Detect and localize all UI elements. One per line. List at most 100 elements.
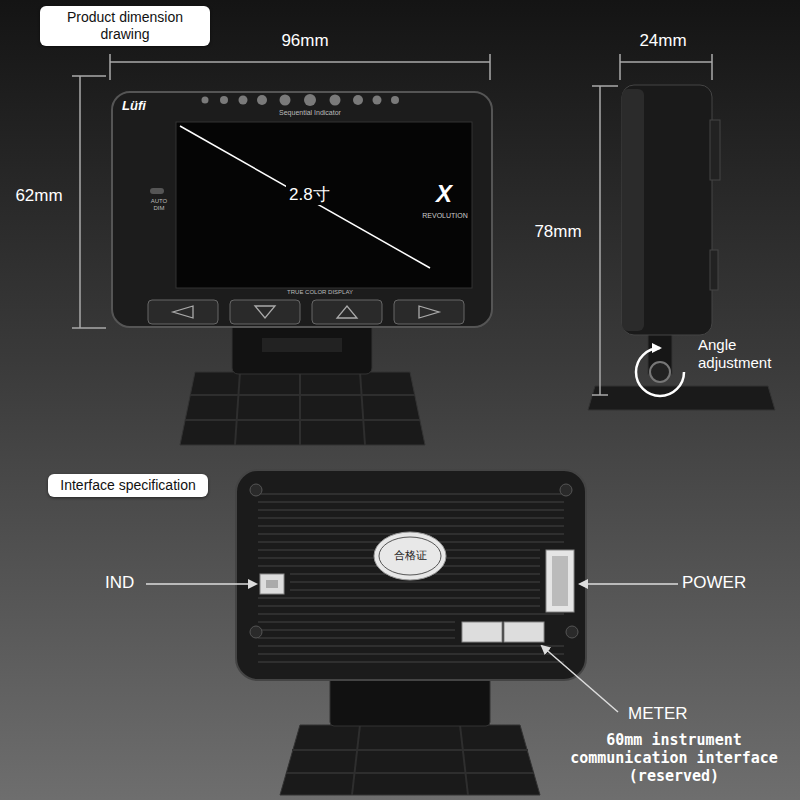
- screen-size-label: 2.8寸: [286, 185, 333, 205]
- back-view-part-part: [292, 749, 528, 751]
- back-view-part-part: [286, 772, 534, 774]
- side-view-part: [710, 250, 718, 290]
- callout-label: Angle adjustment: [698, 336, 796, 372]
- device-print: AUTO DIM: [146, 198, 172, 212]
- back-view-part-part: [352, 725, 360, 795]
- back-view-part: [462, 622, 502, 642]
- device-print: TRUE COLOR DISPLAY: [250, 289, 390, 296]
- side-view-part-part: [599, 86, 601, 395]
- back-view-part-part: [258, 653, 564, 655]
- front-view-part-part: [173, 306, 193, 318]
- back-view-part-part: [258, 501, 564, 503]
- front-view-part: [202, 94, 400, 106]
- front-view-part-part: [373, 96, 382, 105]
- back-view-part-part: [566, 626, 578, 638]
- front-view-part-part: [489, 54, 491, 80]
- dimension-label: 24mm: [628, 31, 698, 51]
- back-view-part: [379, 537, 441, 575]
- front-view-part-part: [257, 95, 267, 105]
- port-name: IND: [105, 573, 145, 593]
- front-view-part: [232, 322, 372, 374]
- back-view-part-part: [258, 509, 564, 511]
- back-view: [146, 470, 678, 795]
- back-view-part: [260, 574, 284, 594]
- side-view-part: [710, 120, 720, 180]
- sticker-text: 合格证: [385, 549, 435, 562]
- back-view-part-part: [290, 581, 540, 583]
- back-view-part-part: [258, 661, 564, 663]
- front-view-part-part: [72, 75, 106, 77]
- front-view-part-part: [185, 419, 420, 421]
- side-view-part: [650, 362, 670, 382]
- side-view-part: [622, 85, 712, 335]
- back-view-part-part: [460, 725, 468, 795]
- back-view-part: [580, 583, 678, 585]
- front-view-part-part: [312, 300, 382, 324]
- back-view-part: [330, 676, 490, 726]
- back-view-part: [146, 583, 256, 585]
- back-view-part: [236, 470, 586, 680]
- heading-text: Interface specification: [60, 477, 196, 494]
- heading-text: Product dimension drawing: [52, 9, 198, 43]
- front-view-part-part: [230, 300, 300, 324]
- dimension-label: 96mm: [270, 31, 340, 51]
- front-view-part-part: [202, 97, 209, 104]
- front-view-part-part: [360, 372, 365, 445]
- back-view-part-part: [290, 589, 540, 591]
- front-view-part-part: [394, 300, 464, 324]
- front-view-part-part: [391, 96, 399, 104]
- front-view-part-part: [330, 95, 341, 106]
- brand-logo: Lüfi: [122, 99, 162, 114]
- front-view-part-part: [299, 372, 301, 445]
- front-view-part-part: [280, 95, 291, 106]
- back-view-part-part: [258, 637, 455, 639]
- front-view-part-part: [304, 94, 316, 106]
- front-view-part: [148, 300, 464, 324]
- section-heading: Interface specification: [48, 474, 208, 497]
- dimension-label: 78mm: [526, 222, 590, 242]
- back-view-part: [552, 556, 568, 606]
- back-view-part-part: [258, 605, 540, 607]
- back-view-part-part: [258, 613, 564, 615]
- front-view-part-part: [337, 306, 357, 318]
- side-view-part-part: [619, 54, 621, 80]
- front-view-part-part: [190, 394, 415, 396]
- front-view-part-part: [110, 61, 490, 63]
- back-view-part: [280, 725, 540, 795]
- front-view-part-part: [255, 306, 275, 318]
- front-view: [72, 54, 492, 445]
- front-view-part: [180, 126, 430, 268]
- back-view-part-part: [258, 645, 564, 647]
- device-print: REVOLUTION: [418, 212, 472, 220]
- back-view-part: [542, 646, 618, 712]
- side-view-part: [636, 348, 684, 396]
- side-view-part-part: [711, 54, 713, 80]
- side-view-part-part: [592, 394, 608, 396]
- back-view-part: [250, 484, 578, 638]
- back-view-part: [286, 725, 534, 795]
- front-view-part: [72, 54, 490, 328]
- front-view-part-part: [353, 95, 363, 105]
- back-view-part: [374, 532, 446, 580]
- port-description: 60mm instrument communication interface …: [555, 731, 793, 785]
- front-view-part-part: [79, 76, 81, 328]
- device-print: Sequential Indicator: [250, 109, 370, 117]
- back-view-part-part: [258, 629, 455, 631]
- side-view-part-part: [620, 61, 712, 63]
- back-view-part: [266, 580, 278, 588]
- device-logo: X: [436, 180, 462, 208]
- side-view-part: [588, 386, 775, 410]
- back-view-part: [546, 550, 574, 612]
- back-view-part-part: [258, 517, 564, 519]
- port-name: METER: [628, 704, 708, 724]
- back-view-part-part: [258, 621, 455, 623]
- back-view-part-part: [258, 525, 564, 527]
- section-heading: Product dimension drawing: [40, 6, 210, 46]
- back-view-part-part: [258, 493, 564, 495]
- front-view-part: [185, 372, 420, 445]
- front-view-part-part: [235, 372, 240, 445]
- back-view-part-part: [560, 484, 572, 496]
- front-view-part: [150, 188, 164, 194]
- front-view-part: [173, 306, 439, 318]
